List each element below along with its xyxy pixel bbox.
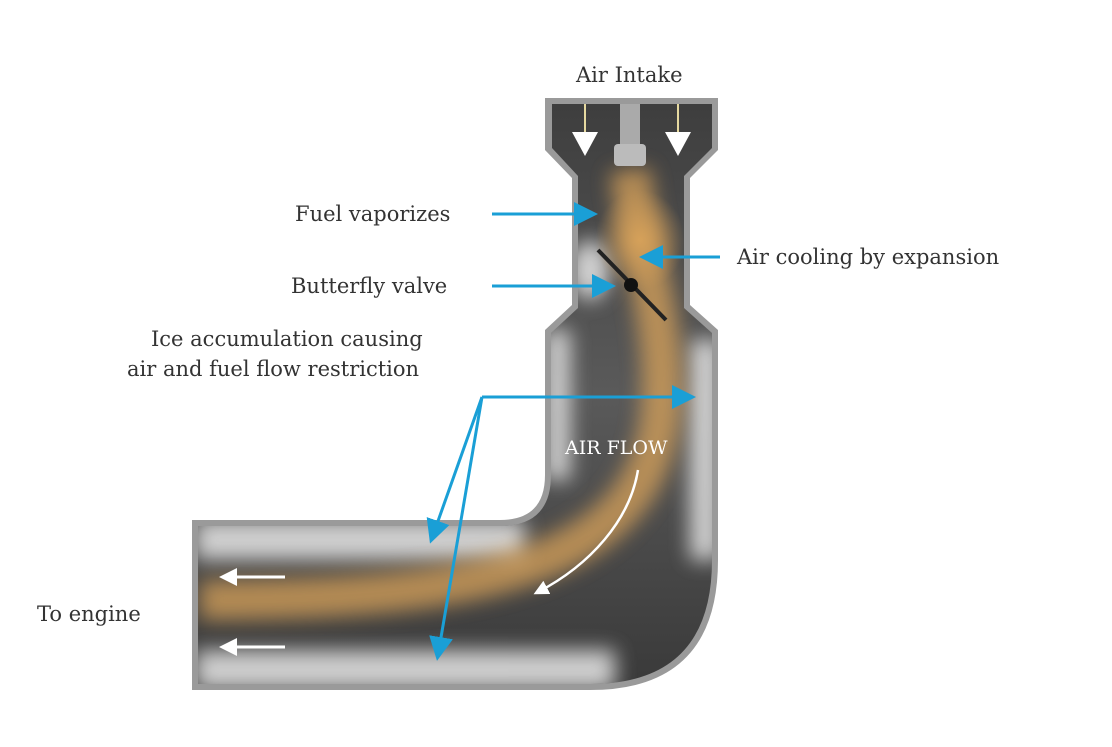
callout-arrows	[426, 202, 720, 661]
air-intake-label: Air Intake	[576, 63, 683, 87]
air-flow-label: AIR FLOW	[565, 437, 668, 459]
air-cooling-label: Air cooling by expansion	[737, 245, 1000, 269]
fuel-nozzle	[620, 104, 640, 144]
to-engine-label: To engine	[37, 602, 141, 626]
ice-label-line2: air and fuel flow restriction	[127, 357, 420, 381]
airflow-arrow	[533, 469, 640, 595]
ice-label-line1: Ice accumulation causing	[151, 327, 423, 351]
fuel-vaporizes-label: Fuel vaporizes	[295, 202, 451, 226]
intake-arrows	[572, 104, 691, 156]
butterfly-valve-label: Butterfly valve	[291, 274, 448, 298]
engine-arrows	[219, 568, 285, 656]
